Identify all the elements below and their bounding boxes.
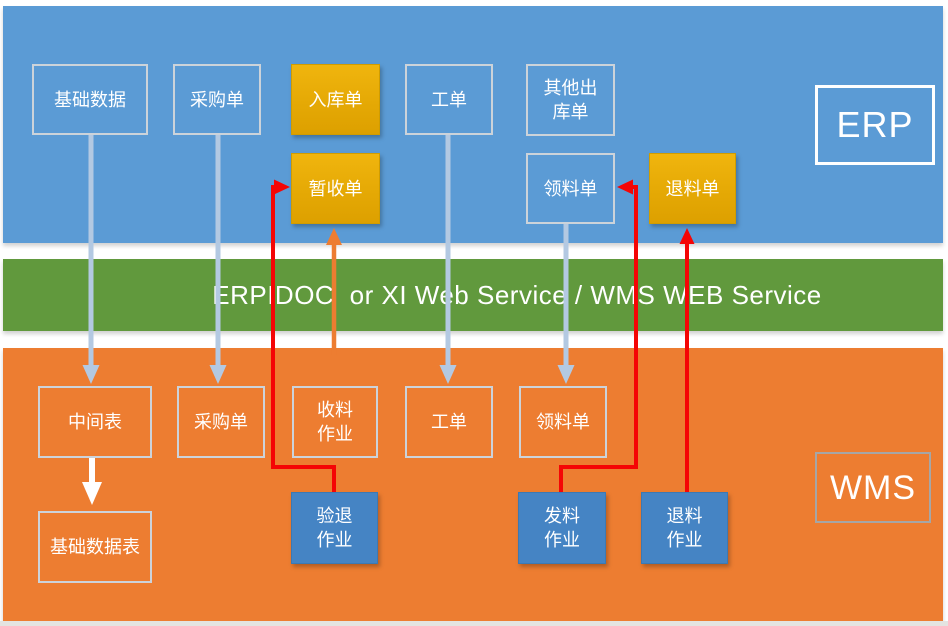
wms-box-middle-table: 中间表 [38,386,152,458]
erp-title-box: ERP [815,85,935,165]
erp-box-temp-receipt: 暂收单 [291,153,380,224]
bottom-edge [0,621,948,626]
middleware-label: ERPIDOC or XI Web Service / WMS WEB Serv… [212,280,822,310]
wms-band [3,348,943,622]
erp-box-other-outbound-order: 其他出 库单 [526,64,615,136]
erp-box-basic-data: 基础数据 [32,64,148,135]
wms-box-purchase-order: 采购单 [177,386,265,458]
wms-box-return-job: 退料 作业 [641,492,728,564]
middleware-band: ERPIDOC or XI Web Service / WMS WEB Serv… [3,259,943,331]
wms-title-box: WMS [815,452,931,523]
erp-box-material-requisition: 领料单 [526,153,615,224]
erp-band [3,6,943,243]
erp-box-inbound-order: 入库单 [291,64,380,135]
erp-box-material-return: 退料单 [649,153,736,224]
wms-box-issuing-job: 发料 作业 [518,492,606,564]
erp-box-work-order: 工单 [405,64,493,135]
erp-box-purchase-order: 采购单 [173,64,261,135]
wms-box-receiving-job: 收料 作业 [292,386,378,458]
wms-box-material-requisition: 领料单 [519,386,607,458]
wms-box-inspection-return-job: 验退 作业 [291,492,378,564]
wms-box-work-order: 工单 [405,386,493,458]
wms-box-basic-data-table: 基础数据表 [38,511,152,583]
